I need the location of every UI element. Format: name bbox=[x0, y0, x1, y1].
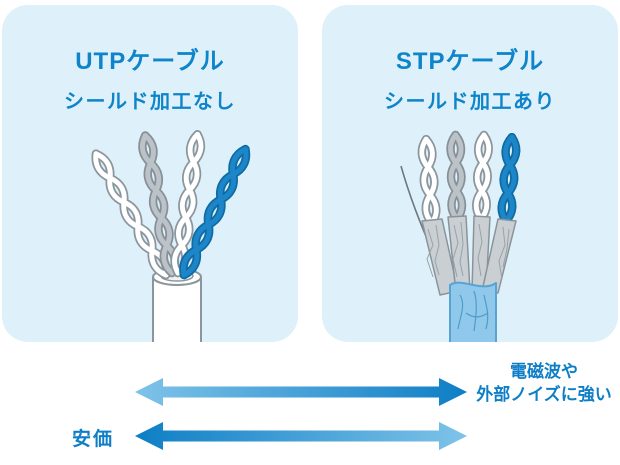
panel-stp: STPケーブル シールド加工あり bbox=[322, 5, 618, 342]
panel-utp: UTPケーブル シールド加工なし bbox=[2, 5, 298, 342]
utp-jacket-front bbox=[152, 276, 202, 342]
noise-resistance-label-line1: 電磁波や bbox=[510, 362, 578, 381]
utp-twisted-pairs bbox=[91, 134, 250, 278]
noise-resistance-label-line2: 外部ノイズに強い bbox=[476, 384, 612, 404]
panel-utp-title: UTPケーブル bbox=[75, 48, 225, 75]
stp-jacket bbox=[449, 281, 497, 342]
cost-arrow bbox=[135, 422, 467, 450]
panel-utp-subtitle: シールド加工なし bbox=[64, 91, 236, 113]
noise-resistance-label: 電磁波や 外部ノイズに強い bbox=[468, 361, 620, 407]
cost-label: 安価 bbox=[72, 429, 115, 450]
stp-cable-illustration bbox=[400, 127, 570, 342]
panel-stp-subtitle: シールド加工あり bbox=[384, 91, 556, 113]
utp-cable-illustration bbox=[62, 125, 262, 342]
noise-resistance-arrow bbox=[135, 378, 467, 406]
panel-stp-title: STPケーブル bbox=[395, 48, 545, 75]
stp-twisted-pairs bbox=[421, 135, 517, 223]
